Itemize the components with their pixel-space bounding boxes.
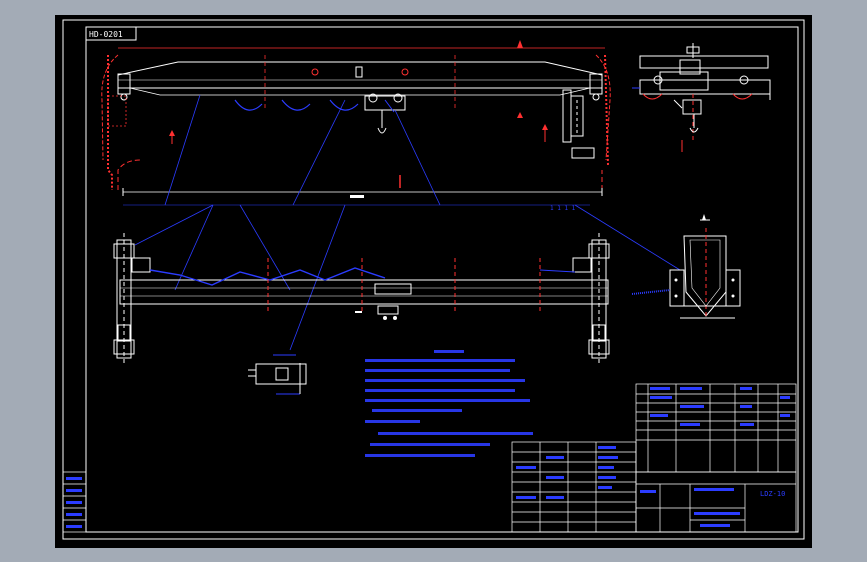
outer-frame [62,19,805,540]
svg-text:1 1 1 1: 1 1 1 1 [550,205,576,212]
drawing-title: LDZ-10 [760,490,785,498]
hoist-trolley [364,93,406,134]
leader-lines [134,94,681,351]
parameter-table-text [516,446,618,499]
side-view [632,43,771,152]
parts-list-text [650,387,790,426]
parameter-table [511,441,637,533]
inner-frame [85,26,799,533]
title-block-text [640,488,740,527]
drawing-number: HD-0201 [89,30,123,39]
margin-stamp-text [66,477,82,528]
girder-section [631,214,741,319]
parts-list [635,383,797,473]
plan-view [113,233,610,365]
title-block [635,471,797,533]
bolt-detail [248,354,307,395]
margin-stamp [62,471,87,533]
front-elevation: 1 1 1 1 [101,40,611,212]
ladder-detail [542,89,595,159]
technical-notes [365,350,533,457]
drawing-number-box: HD-0201 [85,26,137,41]
